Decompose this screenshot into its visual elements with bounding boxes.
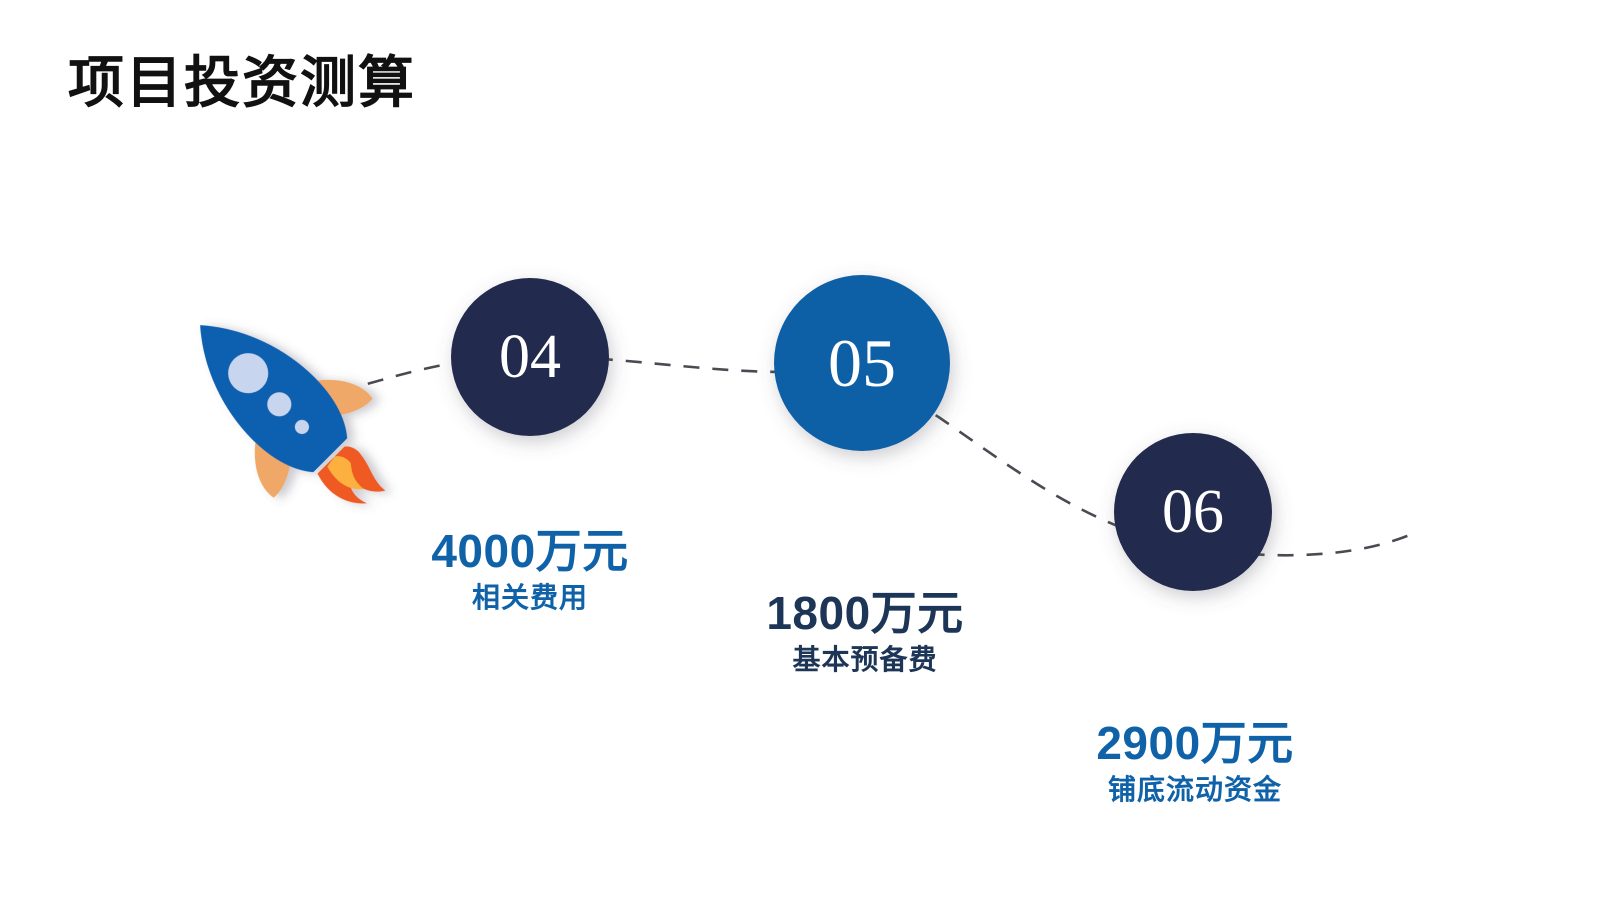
- rocket-flame: [317, 446, 386, 504]
- rocket-window-small: [294, 419, 309, 434]
- step-label-05: 1800万元 基本预备费: [665, 590, 1065, 674]
- step-amount-05: 1800万元: [766, 587, 964, 639]
- step-circle-04[interactable]: [451, 278, 609, 436]
- rocket-window-large: [228, 353, 269, 394]
- step-node-04[interactable]: 04: [451, 278, 609, 436]
- step-number-05: 05: [828, 325, 896, 401]
- step-node-06[interactable]: 06: [1114, 433, 1272, 591]
- page-title: 项目投资测算: [68, 51, 416, 114]
- step-node-05[interactable]: 05: [774, 275, 950, 451]
- step-number-06: 06: [1162, 478, 1224, 546]
- step-caption-06: 铺底流动资金: [1107, 774, 1282, 805]
- step-number-04: 04: [499, 323, 561, 391]
- step-label-04: 4000万元 相关费用: [330, 528, 730, 612]
- rocket-icon: [200, 325, 386, 504]
- step-caption-04: 相关费用: [471, 582, 588, 613]
- step-caption-05: 基本预备费: [792, 644, 938, 675]
- step-label-06: 2900万元 铺底流动资金: [995, 720, 1395, 804]
- step-circle-06[interactable]: [1114, 433, 1272, 591]
- step-amount-04: 4000万元: [431, 525, 629, 577]
- rocket-window-medium: [267, 392, 292, 417]
- step-amount-06: 2900万元: [1096, 717, 1294, 769]
- step-circle-05[interactable]: [774, 275, 950, 451]
